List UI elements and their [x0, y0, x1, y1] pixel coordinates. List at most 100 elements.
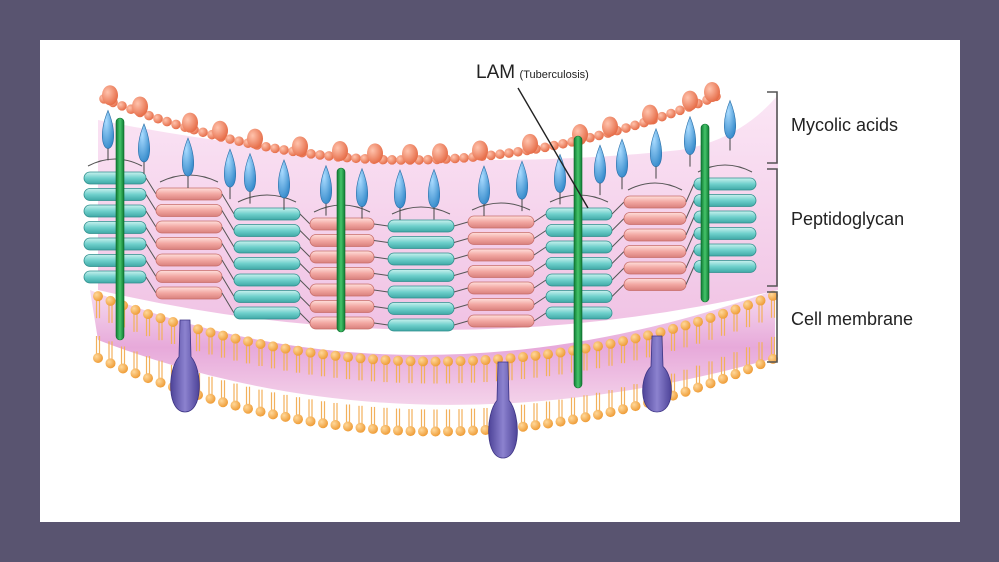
lipid-head — [318, 349, 328, 360]
glycan-strand — [155, 253, 223, 267]
peptide-crosslink — [373, 256, 389, 260]
glycan-strand — [83, 204, 147, 218]
glycan-strand — [693, 243, 757, 257]
lam-molecule — [573, 135, 583, 389]
lipid-head — [130, 304, 141, 315]
peptide-crosslink — [299, 296, 311, 307]
lipid-head — [580, 412, 591, 423]
lipid-head — [743, 364, 753, 375]
glycan-strand — [623, 195, 687, 209]
lipid-head — [555, 416, 566, 427]
lipid-head — [280, 343, 291, 354]
glycan-strand — [693, 210, 757, 224]
glycan-strand — [387, 269, 455, 282]
peptide-crosslink — [453, 304, 469, 309]
lipid-head — [93, 291, 103, 302]
lipid-head — [318, 418, 328, 429]
peptide-crosslink — [453, 221, 469, 227]
lam-label-main: LAM — [476, 62, 516, 83]
lam-pointer-line — [517, 87, 589, 209]
lipid-head — [618, 336, 628, 347]
lam-molecule — [336, 167, 346, 333]
mycolic-bead-large — [402, 143, 418, 164]
glycan-strand — [693, 194, 757, 207]
peptide-crosslink — [373, 289, 389, 293]
peptide-crosslink — [373, 240, 389, 243]
glycan-strand — [693, 227, 757, 240]
peptide-crosslink — [685, 183, 695, 203]
mycolic-head — [478, 165, 490, 205]
glycan-strand — [83, 221, 147, 234]
lipid-head — [255, 338, 266, 349]
mycolic-bead — [234, 136, 244, 146]
arabinogalactan-link — [391, 206, 451, 215]
label-peptidoglycan: Peptidoglycan — [791, 209, 905, 229]
glycan-strand — [467, 215, 535, 229]
lipid-head — [105, 295, 116, 306]
glycan-strand — [233, 224, 301, 237]
peptide-crosslink — [145, 227, 157, 244]
glycan-strand — [233, 240, 301, 254]
arabinogalactan-link — [237, 194, 297, 203]
lipid-head — [430, 356, 441, 367]
mycolic-bead — [315, 150, 325, 160]
lipid-head — [668, 323, 678, 334]
glycan-strand — [233, 257, 301, 270]
peptide-crosslink — [145, 194, 157, 211]
lipid-head — [330, 350, 341, 361]
mycolic-head — [616, 138, 628, 178]
glycan-strand — [623, 278, 687, 291]
mycolic-bead — [171, 119, 181, 130]
peptide-crosslink — [685, 200, 695, 219]
lipid-head — [255, 406, 266, 417]
glycan-strand — [387, 219, 455, 233]
cell-membrane-band — [90, 290, 775, 405]
peptide-crosslink — [145, 276, 157, 294]
glycan-strand — [155, 204, 223, 217]
mycolic-bead — [630, 120, 640, 131]
mycolic-bead — [513, 146, 523, 157]
lam-label-note: (Tuberculosis) — [519, 69, 589, 81]
glycan-strand — [623, 261, 687, 275]
lipid-head — [143, 373, 153, 384]
glycan-strand — [693, 177, 757, 191]
glycan-strand — [623, 245, 687, 258]
mycolic-head — [394, 169, 406, 209]
bracket-cell-membrane — [767, 291, 778, 363]
glycan-strand — [155, 270, 223, 283]
layer-brackets — [767, 91, 778, 363]
peptide-crosslink — [533, 213, 547, 223]
lipid-head — [268, 409, 278, 420]
peptide-crosslink — [453, 254, 469, 260]
peptide-crosslink — [145, 243, 157, 261]
glycan-strand — [155, 187, 223, 201]
peptide-crosslink — [299, 230, 311, 241]
cell-wall-diagram — [83, 82, 778, 459]
lipid-head — [480, 355, 491, 366]
peptide-crosslink — [221, 243, 235, 264]
lipid-head — [543, 418, 553, 429]
lipid-head — [293, 414, 303, 425]
membrane-protein — [170, 319, 200, 413]
mycolic-bead — [261, 141, 271, 152]
glycan-strand — [467, 298, 535, 311]
lipid-head — [168, 317, 178, 328]
lipid-head — [405, 356, 416, 367]
lipid-head — [468, 425, 478, 436]
glycan-strand — [467, 232, 535, 245]
peptide-crosslink — [453, 320, 469, 326]
lipid-head — [205, 327, 216, 338]
glycan-strand — [467, 248, 535, 262]
lipid-head — [443, 426, 453, 437]
peptide-crosslink — [453, 287, 469, 293]
peptide-crosslink — [533, 230, 547, 239]
glycan-strand — [83, 254, 147, 267]
lipid-head — [230, 333, 241, 344]
lipid-head — [218, 330, 228, 341]
mycolic-bead-large — [642, 104, 658, 125]
peptide-crosslink — [611, 234, 625, 248]
peptide-crosslink — [299, 213, 311, 225]
mycolic-head — [320, 164, 332, 204]
arabinogalactan-link — [627, 182, 683, 191]
peptide-crosslink — [611, 284, 625, 297]
